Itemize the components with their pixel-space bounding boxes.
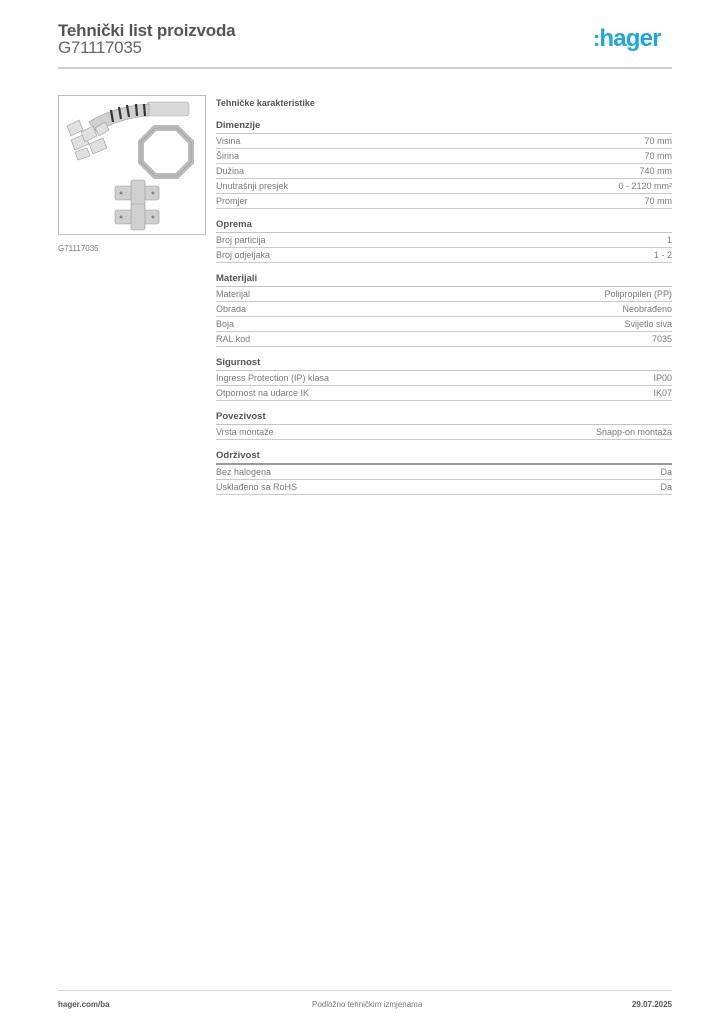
spec-group-dimenzije: Dimenzije Visina 70 mm Širina 70 mm Dužina… [216,119,672,209]
spec-label: Širina [216,151,240,161]
spec-value: 740 mm [639,166,672,176]
spec-value: Da [660,467,672,477]
spec-label: Otpornost na udarce IK [216,388,310,398]
spec-row: Materijal Polipropilen (PP) [216,287,672,302]
spec-group-povezivost: Povezivost Vrsta montaže Snapp-on montaža [216,410,672,440]
footer-website-link[interactable]: hager.com/ba [58,1000,110,1009]
spec-group-materijali: Materijali Materijal Polipropilen (PP) Ob… [216,272,672,347]
spec-value: Neobrađeno [622,304,672,314]
spec-row: Broj odjeljaka 1 - 2 [216,248,672,263]
product-code: G71117035 [58,38,142,57]
spec-value: 0 - 2120 mm² [618,181,672,191]
spec-row: Dužina 740 mm [216,164,672,179]
group-header: Materijali [216,272,672,287]
spec-row: Promjer 70 mm [216,194,672,209]
spec-label: Promjer [216,196,248,206]
spec-label: Usklađeno sa RoHS [216,482,298,492]
hager-logo: :hager [593,25,661,53]
footer-divider [58,990,672,991]
spec-value: Snapp-on montaža [595,427,672,437]
spec-value: Svijetlo siva [624,319,672,329]
spec-row: Usklađeno sa RoHS Da [216,480,672,495]
spec-row: Obrada Neobrađeno [216,302,672,317]
spec-label: Bez halogena [216,467,272,477]
spec-label: Unutrašnji presjek [216,181,289,191]
spec-label: Vrsta montaže [216,427,274,437]
spec-value: IK07 [653,388,672,398]
spec-value: 70 mm [644,136,672,146]
spec-value: 1 - 2 [653,250,672,260]
spec-row: Unutrašnji presjek 0 - 2120 mm² [216,179,672,194]
spec-row: Vrsta montaže Snapp-on montaža [216,425,672,440]
spec-value: 7035 [651,334,672,344]
logo-text: hager [599,25,661,52]
group-header: Povezivost [216,410,672,425]
spec-label: Boja [216,319,235,329]
spec-row: Boja Svijetlo siva [216,317,672,332]
spec-label: Obrada [216,304,247,314]
footer-date: 29.07.2025 [631,1000,672,1009]
spec-value: 70 mm [644,151,672,161]
group-header: Održivost [216,449,672,465]
spec-label: Dužina [216,166,245,176]
spec-label: RAL kod [216,334,251,344]
spec-row: Bez halogena Da [216,465,672,480]
group-header: Sigurnost [216,356,672,371]
group-header: Dimenzije [216,119,672,134]
spec-label: Visina [216,136,241,146]
logo-colon: : [593,26,600,51]
page-title: Tehnički list proizvoda [58,21,236,40]
spec-row: Ingress Protection (IP) klasa IP00 [216,371,672,386]
spec-label: Broj particija [216,235,266,245]
technical-specs: Tehničke karakteristike Dimenzije Visina… [216,96,672,504]
group-header: Oprema [216,218,672,233]
spec-group-oprema: Oprema Broj particija 1 Broj odjeljaka 1 -… [216,218,672,263]
spec-row: Širina 70 mm [216,149,672,164]
spec-value: Da [660,482,672,492]
spec-label: Ingress Protection (IP) klasa [216,373,330,383]
spec-row: Broj particija 1 [216,233,672,248]
footer-notice: Podložno tehničkim izmjenama [312,1000,423,1009]
product-illustration-icon [66,101,194,231]
product-image [58,95,206,235]
spec-value: 1 [666,235,672,245]
spec-value: IP00 [653,373,672,383]
spec-row: Otpornost na udarce IK IK07 [216,386,672,401]
spec-label: Broj odjeljaka [216,250,271,260]
spec-value: 70 mm [644,196,672,206]
spec-label: Materijal [216,289,251,299]
specs-title: Tehničke karakteristike [216,98,315,108]
spec-row: RAL kod 7035 [216,332,672,347]
spec-value: Polipropilen (PP) [604,289,672,299]
spec-row: Visina 70 mm [216,134,672,149]
image-caption: G71117035 [58,244,99,253]
header-divider [58,67,672,69]
